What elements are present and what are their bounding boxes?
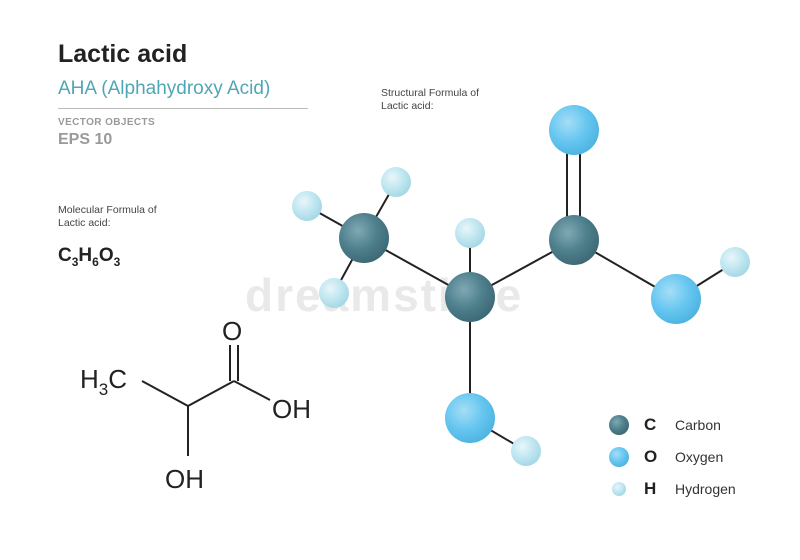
legend-hydrogen-symbol: H [644,479,657,498]
legend-hydrogen-name: Hydrogen [675,481,736,497]
oxygen-atom [549,105,599,155]
formula-c: C [58,245,72,266]
hydrogen-atom [455,218,485,248]
skeletal-bond-oh [233,380,271,401]
title-divider [58,108,308,109]
legend-carbon-name: Carbon [675,417,721,433]
page-title: Lactic acid [58,40,188,68]
legend-oxygen-swatch [609,447,629,467]
legend-hydrogen-swatch [612,482,626,496]
carbon-atom [549,215,599,265]
skeletal-oh-bottom: OH [165,464,204,494]
hydrogen-atom [511,436,541,466]
skeletal-o-top: O [222,316,242,346]
formula-h-count: 6 [92,254,99,269]
legend-oxygen-name: Oxygen [675,449,724,465]
formula-o: O [98,245,114,266]
molecular-formula: C3H6O3 [58,245,120,269]
eps-label: EPS 10 [58,131,113,148]
structural-formula-label: Structural Formula of [381,87,480,99]
hydrogen-atom [381,167,411,197]
page-subtitle: AHA (Alphahydroxy Acid) [58,78,271,99]
legend-carbon-symbol: C [644,415,657,434]
hydrogen-atom [720,247,750,277]
ball-stick-atoms [292,105,750,466]
formula-h: H [78,245,93,266]
skeletal-bond-ch3 [141,380,189,407]
vector-objects-label: VECTOR OBJECTS [58,117,156,128]
hydrogen-atom [319,278,349,308]
legend-oxygen-symbol: O [644,447,658,466]
molecular-formula-label-2: Lactic acid: [58,217,111,229]
hydrogen-atom [292,191,322,221]
formula-c-count: 3 [71,254,79,269]
oxygen-atom [651,274,701,324]
legend [609,415,629,496]
oxygen-atom [445,393,495,443]
formula-o-count: 3 [113,254,121,269]
skeletal-bond-cc [187,380,235,407]
legend-carbon-swatch [609,415,629,435]
skeletal-h3c: H3C [80,364,127,399]
skeletal-formula [141,345,271,456]
carbon-atom [339,213,389,263]
molecular-formula-label: Molecular Formula of [58,204,157,216]
skeletal-oh-right: OH [272,394,311,424]
structural-formula-label-2: Lactic acid: [381,100,434,112]
carbon-atom [445,272,495,322]
